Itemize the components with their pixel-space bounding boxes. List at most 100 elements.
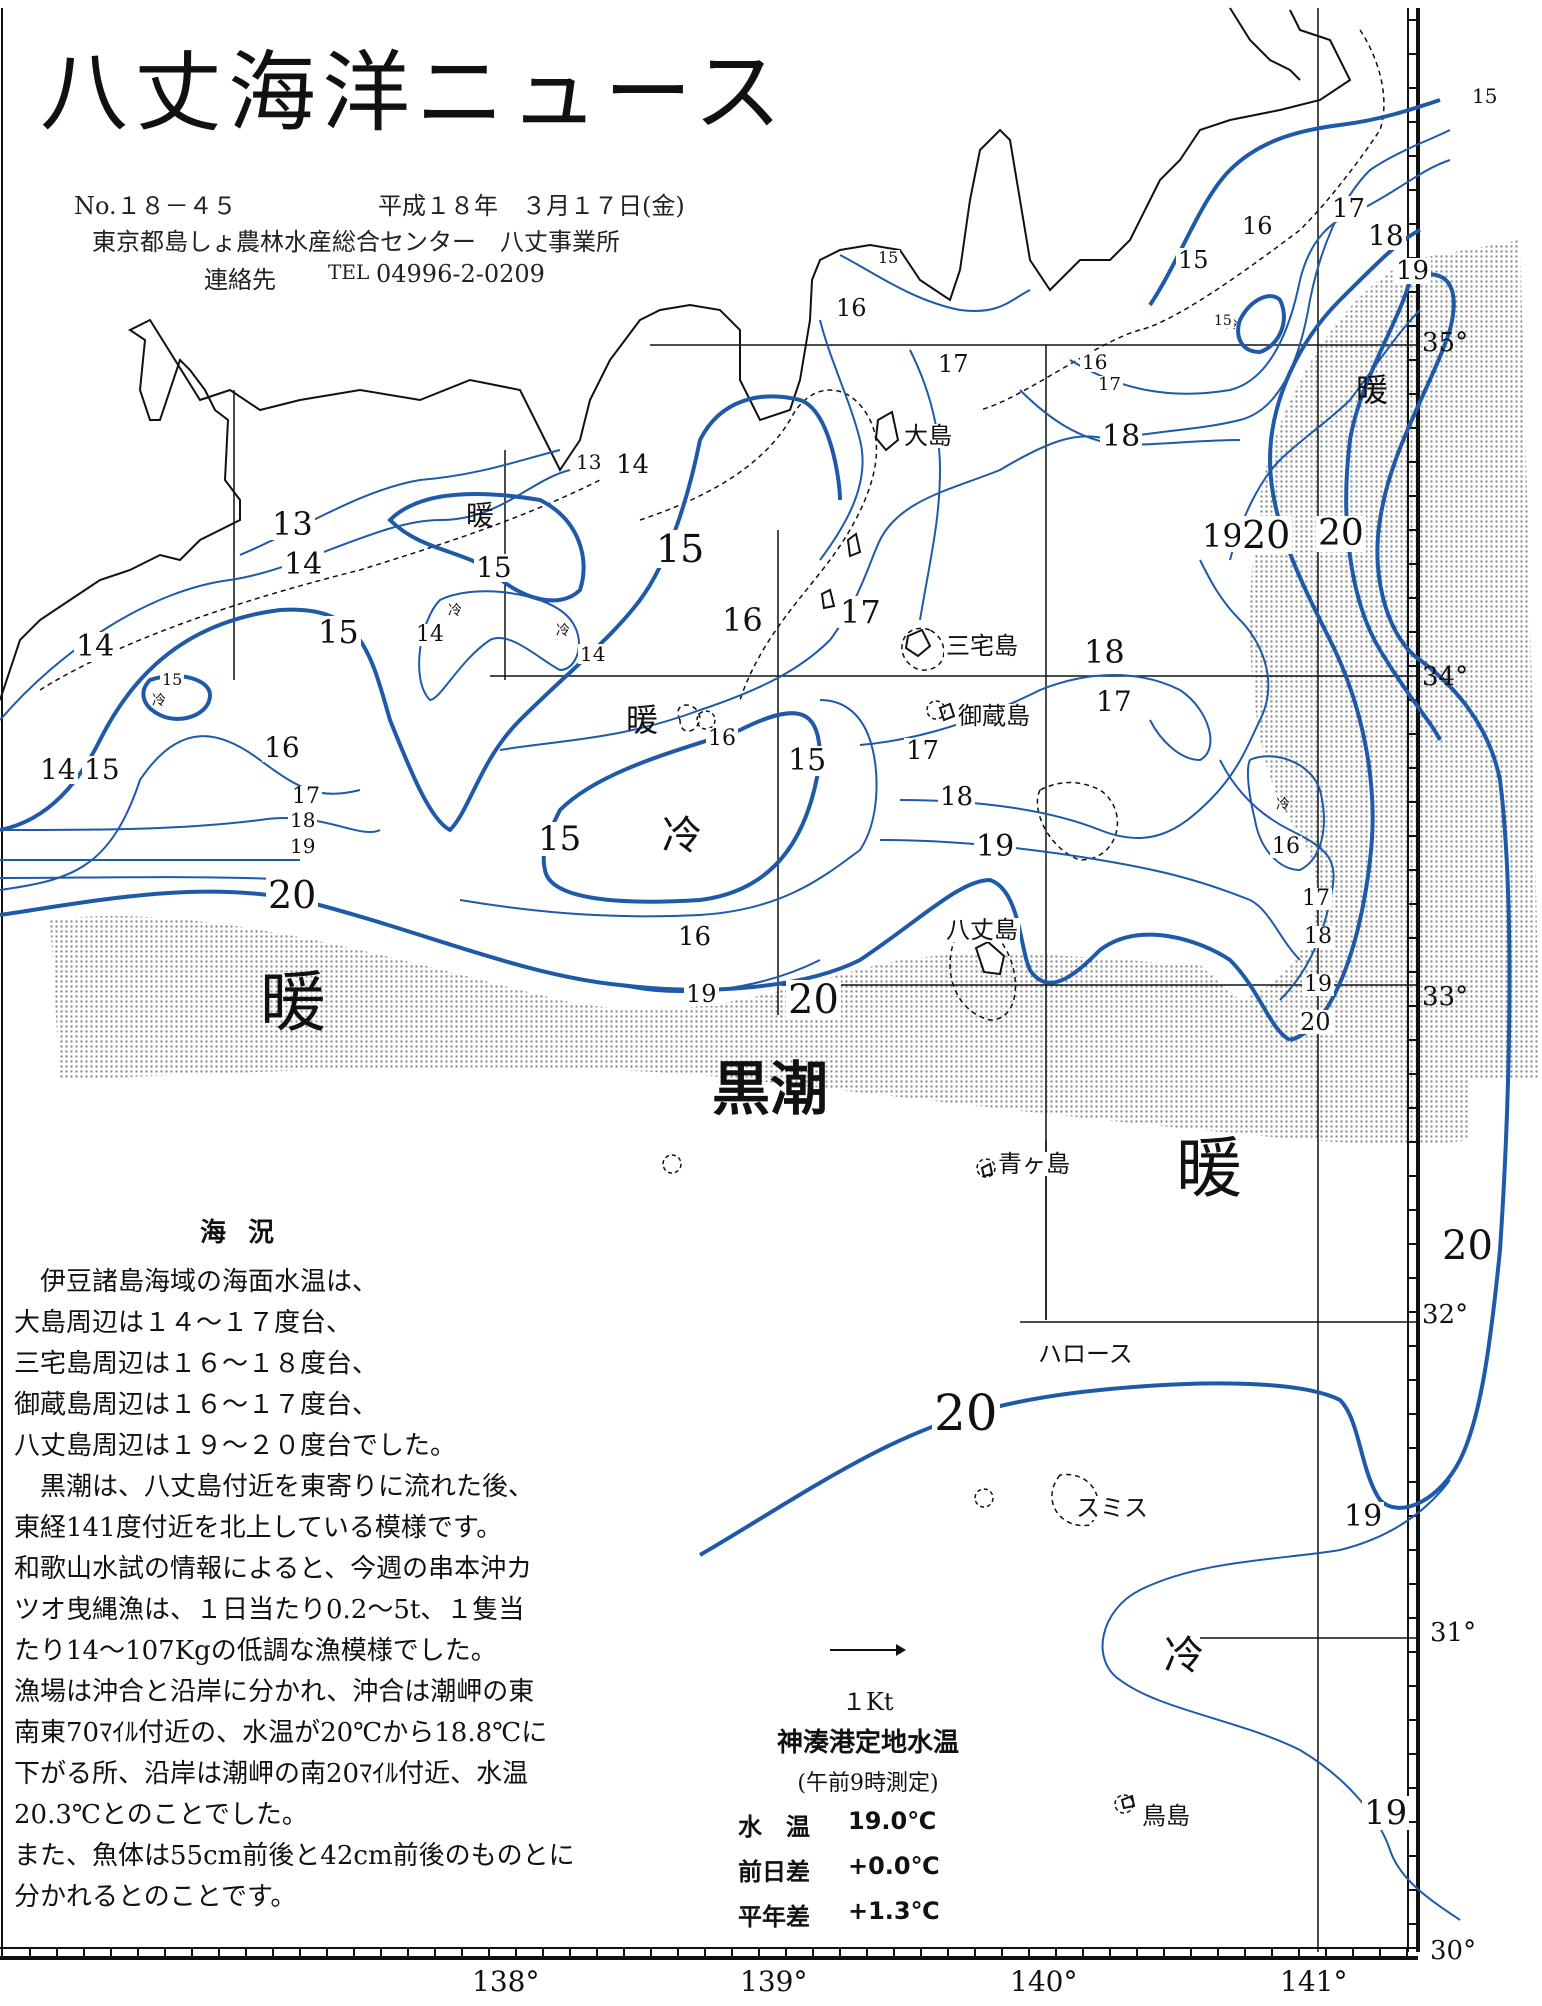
station-row-label: 水 温 — [738, 1813, 810, 1841]
isotherm-19-east — [1229, 309, 1421, 561]
report-line: 20.3℃とのことでした。 — [14, 1800, 308, 1830]
isotherm-label: 20 — [1440, 1223, 1495, 1269]
latitude-label: 34° — [1422, 662, 1469, 692]
coastline-honshu — [0, 9, 1352, 701]
latitude-label: 31° — [1430, 1618, 1477, 1648]
isotherm-label: 16 — [676, 922, 714, 952]
isotherm-label: 17 — [290, 784, 322, 809]
isotherm-label: 14 — [282, 547, 325, 582]
warm-water-mark: 暖 — [1356, 371, 1389, 409]
isotherm-label: 17 — [1300, 886, 1332, 911]
report-line: 和歌山水試の情報によると、今週の串本沖カ — [14, 1554, 533, 1584]
issue-date: 平成１８年 ３月１７日(金) — [378, 192, 685, 220]
cold-water-mark: 冷 — [556, 623, 570, 639]
isotherm-label: 16 — [720, 601, 765, 639]
isotherm-label: 20 — [1240, 513, 1293, 557]
station-row-value: +1.3℃ — [848, 1897, 940, 1925]
issue-number: No.１８－４５ — [74, 192, 237, 220]
cold-water-mark: 冷 — [1164, 1633, 1204, 1679]
warm-water-mark: 暖 — [626, 701, 659, 739]
longitude-label: 138° — [472, 1965, 540, 1998]
isotherm-19-far-south — [1101, 1479, 1461, 1921]
latitude-label: 32° — [1422, 1300, 1469, 1330]
isotherm-19-south — [619, 959, 821, 993]
isotherm-label: 15 — [654, 527, 707, 571]
isotherm-label: 15 — [474, 551, 514, 584]
report-line: 大島周辺は１４～１７度台、 — [14, 1308, 353, 1338]
current-scale-label: １Kt — [842, 1688, 894, 1716]
kuroshio-label: 黒潮 — [712, 1055, 829, 1123]
isotherm-label: 18 — [938, 782, 976, 812]
isotherm-label: 18 — [1100, 419, 1143, 454]
isotherm-14-cold-loop — [418, 590, 580, 702]
latitude-label: 33° — [1422, 982, 1469, 1012]
map-title: 八丈海洋ニュース — [40, 41, 788, 144]
frame-ticks — [29, 19, 1418, 1958]
report-line: また、魚体は55cm前後と42cm前後のものとに — [14, 1841, 575, 1871]
isotherm-label: 19 — [1302, 972, 1334, 997]
report-line: 伊豆諸島海域の海面水温は、 — [14, 1267, 379, 1297]
isotherm-label: 16 — [706, 726, 738, 751]
isotherm-label: 18 — [1082, 633, 1127, 671]
isotherm-label: 15 — [1212, 313, 1234, 329]
station-row: 平年差 +1.3℃ — [738, 1897, 998, 1932]
map-frame — [0, 8, 1420, 1960]
isotherm-label: 14 — [614, 450, 652, 480]
isotherm-label: 14 — [38, 753, 78, 786]
isotherm-label: 15 — [1470, 84, 1500, 108]
warm-water-mark: 暖 — [1176, 1130, 1242, 1207]
isotherm-15-warm-loop — [387, 492, 586, 603]
isotherm-label: 20 — [266, 873, 319, 917]
latitude-label: 35° — [1422, 328, 1469, 358]
isotherm-15 — [0, 394, 842, 833]
isotherm-label: 16 — [834, 294, 869, 322]
isotherm-label: 18 — [288, 808, 318, 832]
isotherm-label: 15 — [160, 670, 185, 689]
station-row: 前日差 +0.0℃ — [738, 1852, 998, 1887]
cold-water-mark: 冷 — [448, 603, 462, 619]
isotherm-20-outer — [698, 272, 1512, 1557]
station-row-label: 前日差 — [738, 1858, 810, 1886]
isotherm-label: 17 — [1330, 194, 1368, 224]
isotherm-17 — [0, 816, 381, 834]
report-body: 伊豆諸島海域の海面水温は、大島周辺は１４～１７度台、三宅島周辺は１６～１８度台、… — [14, 1262, 674, 1918]
isotherm-label: 18 — [1366, 219, 1406, 252]
isotherm-label: 15 — [1176, 246, 1211, 274]
isotherm-label: 15 — [536, 819, 584, 859]
isotherm-16-south — [459, 699, 878, 918]
isotherm-oshima-17 — [909, 349, 942, 621]
island-label-mikurajima: 御蔵島 — [956, 702, 1032, 730]
isotherm-label: 19 — [974, 829, 1017, 864]
island-label-oshima: 大島 — [902, 422, 954, 450]
island-shelf-outline — [662, 1154, 682, 1174]
report-line: 東経141度付近を北上している模様です。 — [14, 1513, 503, 1543]
island-label-sumisu: スミス — [1074, 1494, 1150, 1522]
island-shelf-outline — [974, 1488, 994, 1508]
isotherm-label: 19 — [1394, 256, 1432, 286]
coastline-boso — [1229, 7, 1301, 81]
station-row-value: +0.0℃ — [848, 1852, 940, 1880]
isotherm-label: 20 — [786, 977, 841, 1023]
warm-water-mark: 暖 — [260, 964, 326, 1041]
report-line: 漁場は沖合と沿岸に分かれ、沖合は潮岬の東 — [14, 1677, 535, 1707]
isotherm-label: 17 — [1096, 374, 1123, 395]
isotherm-label: 19 — [288, 834, 318, 858]
isotherm-oshima-15 — [839, 254, 1031, 312]
isotherm-label: 20 — [1316, 513, 1366, 554]
current-scale-arrow — [830, 1644, 906, 1656]
isotherm-label: 17 — [936, 350, 971, 378]
isotherm-label: 15 — [316, 613, 361, 651]
station-row-label: 平年差 — [738, 1903, 810, 1931]
isotherm-17-east — [1219, 759, 1335, 1001]
report-line: 御蔵島周辺は１６～１７度台、 — [14, 1390, 379, 1420]
island-shapes — [820, 410, 1136, 1810]
island-shelf-outline — [926, 700, 946, 720]
island-label-miyakejima: 三宅島 — [944, 632, 1020, 660]
isotherm-oshima-16 — [819, 319, 864, 561]
isotherm-19 — [0, 876, 301, 881]
isotherm-label: 15 — [786, 743, 829, 778]
island-label-aogashima: 青ヶ島 — [996, 1150, 1072, 1178]
isotherm-15-cold-north — [1236, 294, 1286, 355]
